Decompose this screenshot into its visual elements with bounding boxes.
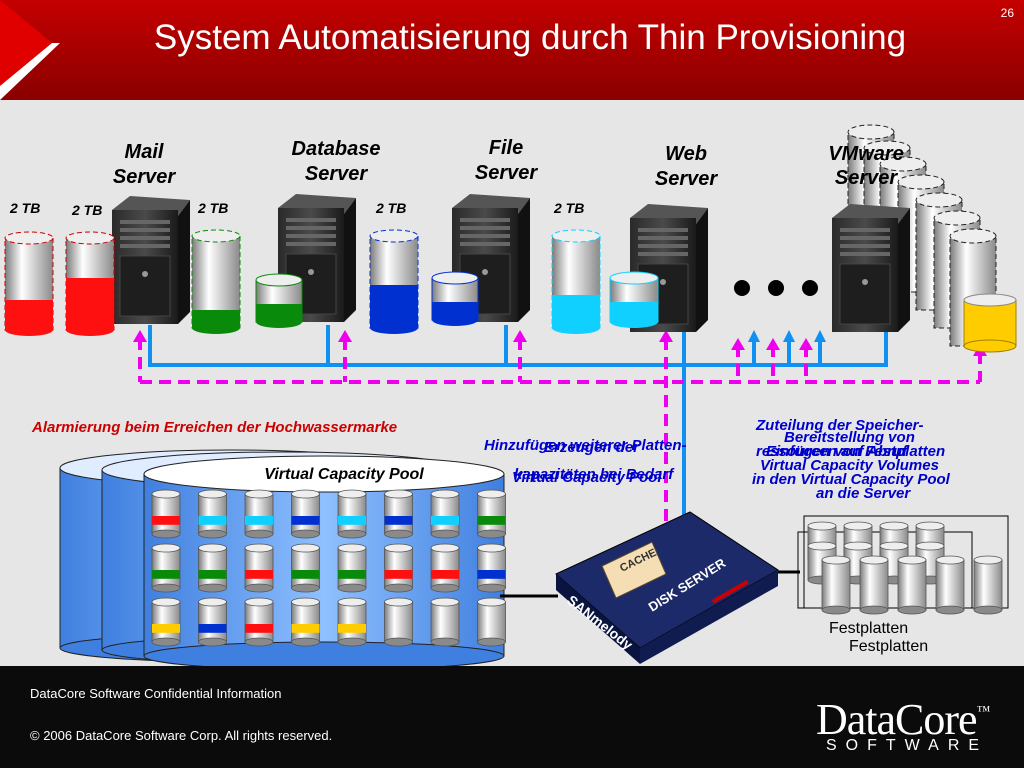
disk-cylinder-icon	[291, 489, 320, 539]
pool-label: Virtual Capacity Pool	[264, 466, 424, 483]
slide-number: 26	[1000, 6, 1014, 20]
disk-cylinder-icon	[430, 597, 460, 647]
disk-cylinder-icon	[935, 555, 965, 615]
disk-cylinder-icon	[897, 555, 927, 615]
database-volume-1	[191, 229, 241, 334]
copyright-text: © 2006 DataCore Software Corp. All right…	[30, 728, 333, 743]
alarm-lines	[138, 338, 982, 522]
file-volume-2	[431, 271, 479, 326]
footer-bar	[0, 666, 1024, 768]
disk-cylinder-icon	[859, 555, 889, 615]
server-label-database-2: Server	[305, 163, 368, 185]
disk-cylinder-icon	[477, 489, 506, 539]
assign-caption-2: ressourcen auf Abruf	[756, 443, 909, 460]
provide-caption-2: Virtual Capacity Volumes	[760, 457, 939, 474]
more-servers-dots	[734, 280, 818, 296]
insert-caption-1: Einfügen von Festplatten	[766, 443, 945, 460]
disk-cylinder-icon	[477, 597, 506, 647]
disk-cylinder-icon	[198, 489, 227, 539]
page-title: System Automatisierung durch Thin Provis…	[153, 18, 907, 57]
file-volume-1	[369, 229, 419, 334]
mail-volume-1	[4, 231, 54, 336]
server-label-web-1: Web	[665, 143, 707, 165]
disk-cylinder-icon	[198, 597, 227, 647]
provide-caption-3: an die Server	[816, 485, 911, 502]
server-label-mail-1: Mail	[125, 141, 164, 163]
capacity-label: 2 TB	[553, 200, 584, 216]
alarm-arrows	[133, 330, 987, 356]
vmware-server-icon	[832, 204, 910, 332]
capacity-label: 2 TB	[375, 200, 406, 216]
logo-subtitle: SOFTWARE	[826, 737, 989, 754]
capacity-label: 2 TB	[197, 200, 228, 216]
logo-wordmark: DataCore™	[816, 694, 991, 745]
create-pool-caption-2: Virtual Capacity Pool	[512, 469, 662, 486]
disk-cylinder-icon	[151, 543, 181, 593]
header-arrow	[0, 0, 60, 100]
disk-cylinder-icon	[384, 489, 413, 539]
disk-cylinder-icon	[337, 543, 367, 593]
server-label-mail-2: Server	[113, 166, 176, 188]
alarm-caption: Alarmierung beim Erreichen der Hochwasse…	[31, 419, 397, 436]
header-bar	[0, 0, 1024, 100]
insert-caption-2: in den Virtual Capacity Pool	[752, 471, 951, 488]
disk-cylinder-icon	[198, 543, 227, 593]
add-capacity-caption-2: kapazitäten bei Bedarf	[514, 466, 675, 483]
disk-cylinder-icon	[477, 543, 506, 593]
server-label-file-2: Server	[475, 162, 538, 184]
server-label-web-2: Server	[655, 168, 718, 190]
vmware-volume	[963, 293, 1017, 353]
disk-cylinder-icon	[244, 597, 274, 647]
capacity-label: 2 TB	[9, 200, 40, 216]
pool-disks	[151, 489, 506, 647]
disk-cylinder-icon	[291, 543, 320, 593]
disk-server-icon: CACHE DISK SERVER SANmelody	[555, 511, 779, 664]
provide-caption-1: Bereitstellung von	[784, 429, 915, 446]
server-label-file-1: File	[489, 137, 523, 159]
web-volume-2	[609, 271, 659, 328]
disk-cylinder-icon	[244, 543, 274, 593]
server-label-vmware-2: Server	[835, 167, 898, 189]
festplatten-label-back: Festplatten	[829, 620, 908, 637]
festplatten-disks	[807, 521, 1003, 615]
logo-trademark: ™	[976, 704, 991, 719]
disk-cylinder-icon	[430, 543, 460, 593]
add-capacity-caption-1: Hinzufügen weiterer Platten-	[484, 437, 687, 454]
disk-cylinder-icon	[337, 597, 367, 647]
disk-cylinder-icon	[291, 597, 320, 647]
server-label-database-1: Database	[292, 138, 381, 160]
disk-cylinder-icon	[244, 489, 274, 539]
disk-cylinder-icon	[973, 555, 1003, 615]
mail-volume-2	[65, 231, 115, 336]
confidential-text: DataCore Software Confidential Informati…	[30, 686, 282, 701]
capacity-label: 2 TB	[71, 202, 102, 218]
disk-cylinder-icon	[430, 489, 460, 539]
disk-cylinder-icon	[384, 543, 413, 593]
mail-server-icon	[112, 196, 190, 324]
disk-cylinder-icon	[151, 489, 181, 539]
disk-cylinder-icon	[821, 555, 851, 615]
festplatten-label-front: Festplatten	[849, 638, 928, 655]
logo-word: DataCore	[816, 695, 978, 744]
create-pool-caption-1: Erzeugen der	[544, 439, 640, 456]
database-volume-2	[255, 273, 303, 328]
server-label-vmware-1: VMware	[828, 143, 904, 165]
web-volume-1	[551, 229, 601, 334]
disk-cylinder-icon	[384, 597, 413, 647]
assign-caption-1: Zuteilung der Speicher-	[755, 417, 924, 434]
disk-cylinder-icon	[337, 489, 367, 539]
disk-cylinder-icon	[151, 597, 181, 647]
